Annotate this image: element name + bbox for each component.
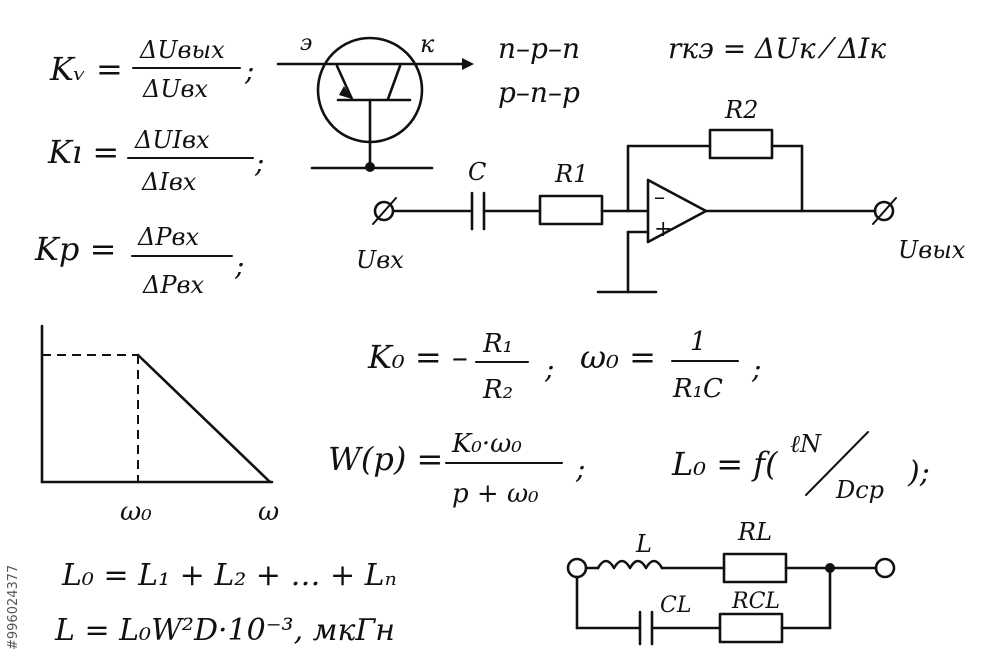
opamp-triangle xyxy=(646,178,708,244)
graph-label-w: ω xyxy=(258,497,279,527)
kv-denominator: ΔUвх xyxy=(142,75,209,103)
formula-l0-f: L₀ = f( ℓN Dср ); xyxy=(671,430,930,504)
ki-semicolon: ; xyxy=(254,146,264,179)
inductor-coil xyxy=(596,559,664,570)
kv-numerator: ΔUвых xyxy=(139,36,225,64)
resistor-rl xyxy=(722,552,788,584)
transistor-output-arrow xyxy=(462,58,474,70)
w0-lhs: ω₀ = xyxy=(580,338,656,376)
formula-kp: Kp = ΔPвх ΔPвх ; xyxy=(34,223,244,299)
formula-kv: Kᵥ = ΔUвых ΔUвх ; xyxy=(49,36,254,103)
ki-denominator: ΔIвх xyxy=(141,168,197,196)
graph-response-line xyxy=(136,353,272,484)
kp-denominator: ΔPвх xyxy=(142,271,204,299)
transistor-collector-leg xyxy=(386,64,402,101)
l0f-tail: ); xyxy=(907,455,930,490)
k0-semicolon: ; xyxy=(544,352,554,385)
input-voltage-label: Uвх xyxy=(356,246,404,274)
formula-wp: W(p) = K₀·ω₀ p + ω₀ ; xyxy=(328,429,585,509)
rcl-label: RCL xyxy=(731,589,780,614)
l0f-lhs: L₀ = f( xyxy=(671,445,779,483)
input-terminal-slash xyxy=(372,197,397,225)
inductor-label: L xyxy=(635,530,652,558)
r1-label: R1 xyxy=(554,160,588,188)
resistor-r2 xyxy=(708,128,774,160)
pnp-label: p–n–p xyxy=(498,76,580,109)
l-formula: L = L₀W²D·10⁻³, мкГн xyxy=(54,613,395,648)
cl-label: CL xyxy=(660,593,691,618)
l0-sum-formula: L₀ = L₁ + L₂ + … + Lₙ xyxy=(61,558,397,593)
formula-w0: ω₀ = 1 R₁C ; xyxy=(580,327,761,404)
output-terminal xyxy=(873,200,895,222)
frequency-graph: ω₀ ω xyxy=(40,324,279,527)
rl-label: RL xyxy=(737,518,772,546)
opamp-plus-label: + xyxy=(654,217,672,242)
wp-semicolon: ; xyxy=(575,452,585,485)
kv-lhs: Kᵥ = xyxy=(49,50,123,88)
rl-left-terminal xyxy=(566,557,588,579)
ki-lhs: Kı = xyxy=(47,133,119,171)
kp-numerator: ΔPвх xyxy=(137,223,199,251)
graph-label-w0: ω₀ xyxy=(120,497,152,527)
resistor-rcl xyxy=(718,612,784,644)
transistor-emitter-leg xyxy=(335,64,354,101)
emitter-label: э xyxy=(300,31,312,56)
k0-denominator: R₂ xyxy=(482,375,513,405)
k0-numerator: R₁ xyxy=(482,329,513,359)
w0-semicolon: ; xyxy=(751,352,761,385)
stock-id-watermark: #996024377 xyxy=(6,564,21,650)
kp-semicolon: ; xyxy=(234,249,244,282)
watermark-strip: #996024377 xyxy=(2,420,28,660)
wp-numerator: K₀·ω₀ xyxy=(451,429,522,459)
rl-right-terminal xyxy=(874,557,896,579)
rk-formula: rкэ = ΔUк ⁄ ΔIк xyxy=(668,32,886,65)
rl-circuit: L RL CL RCL xyxy=(566,518,896,646)
l0f-denominator: Dср xyxy=(835,476,884,504)
opamp-circuit: – + C R1 R2 Uвх Uвых xyxy=(356,96,966,294)
ki-numerator: ΔUIвх xyxy=(134,126,210,154)
output-terminal-slash xyxy=(872,197,897,225)
transistor-symbol: э к xyxy=(276,30,474,172)
kp-lhs: Kp = xyxy=(34,230,116,268)
npn-label: n–p–n xyxy=(498,32,580,65)
resistor-r1 xyxy=(538,194,604,226)
l0f-numerator: ℓN xyxy=(790,430,822,458)
wp-denominator: p + ω₀ xyxy=(452,479,539,509)
w0-numerator: 1 xyxy=(690,327,707,357)
k0-lhs: K₀ = – xyxy=(367,338,468,376)
wp-lhs: W(p) = xyxy=(328,440,443,478)
transistor-emitter-arrow xyxy=(339,86,352,99)
kv-semicolon: ; xyxy=(244,54,254,87)
capacitor-label: C xyxy=(468,158,486,186)
formula-k0: K₀ = – R₁ R₂ ; xyxy=(367,329,554,405)
formula-ki: Kı = ΔUIвх ΔIвх ; xyxy=(47,126,264,196)
opamp-minus-label: – xyxy=(654,185,665,210)
collector-label: к xyxy=(420,30,435,58)
l0f-fraction-slash xyxy=(805,431,869,496)
w0-denominator: R₁C xyxy=(672,374,723,404)
r2-label: R2 xyxy=(724,96,758,124)
output-voltage-label: Uвых xyxy=(898,236,966,264)
